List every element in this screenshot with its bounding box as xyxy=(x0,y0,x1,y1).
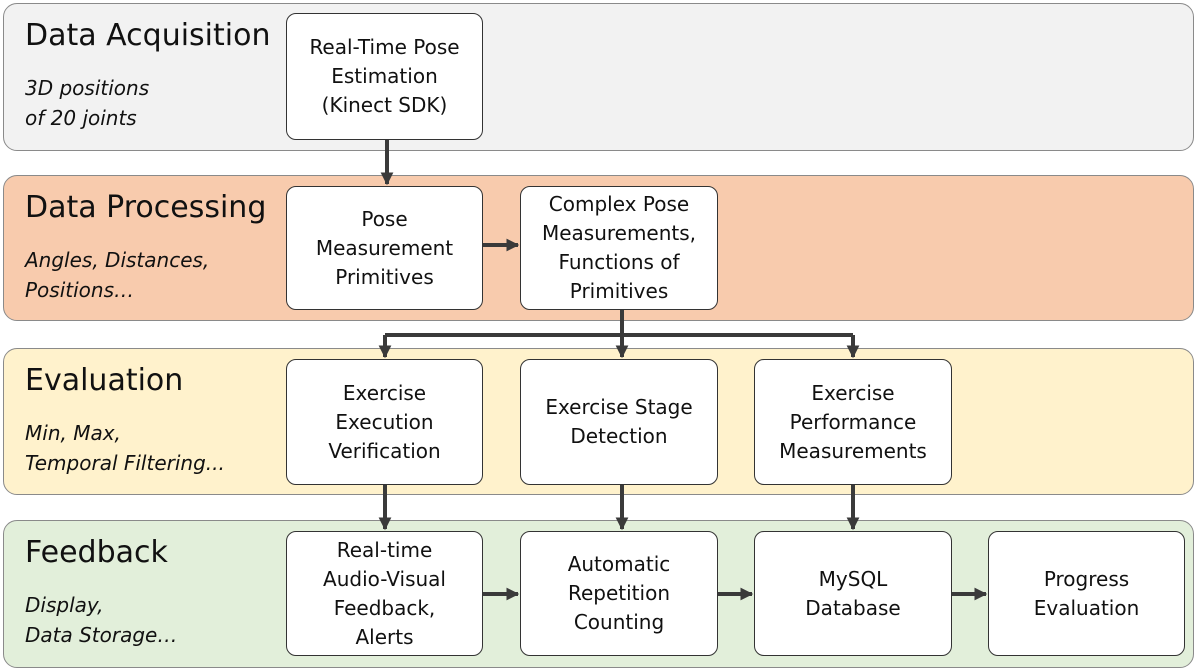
node-progress-evaluation: Progress Evaluation xyxy=(988,531,1185,656)
node-mysql-database: MySQL Database xyxy=(754,531,952,656)
node-exercise-execution-verification: Exercise Execution Verification xyxy=(286,359,483,485)
stage-title-data-acquisition: Data Acquisition xyxy=(25,18,271,53)
node-audio-visual-feedback: Real-time Audio-Visual Feedback, Alerts xyxy=(286,531,483,656)
stage-band-data-acquisition xyxy=(3,3,1194,151)
node-exercise-stage-detection: Exercise Stage Detection xyxy=(520,359,718,485)
stage-title-evaluation: Evaluation xyxy=(25,363,184,398)
node-automatic-repetition-counting: Automatic Repetition Counting xyxy=(520,531,718,656)
stage-subtitle-feedback: Display, Data Storage… xyxy=(25,593,178,647)
node-pose-measurement-primitives: Pose Measurement Primitives xyxy=(286,186,483,310)
stage-title-feedback: Feedback xyxy=(25,535,168,570)
stage-subtitle-evaluation: Min, Max, Temporal Filtering... xyxy=(25,421,225,475)
stage-title-data-processing: Data Processing xyxy=(25,190,267,225)
node-complex-pose-measurements: Complex Pose Measurements, Functions of … xyxy=(520,186,718,310)
stage-subtitle-data-processing: Angles, Distances, Positions… xyxy=(25,248,210,302)
node-exercise-performance-measurements: Exercise Performance Measurements xyxy=(754,359,952,485)
node-pose-estimation: Real-Time Pose Estimation (Kinect SDK) xyxy=(286,13,483,140)
stage-subtitle-data-acquisition: 3D positions of 20 joints xyxy=(25,76,150,130)
